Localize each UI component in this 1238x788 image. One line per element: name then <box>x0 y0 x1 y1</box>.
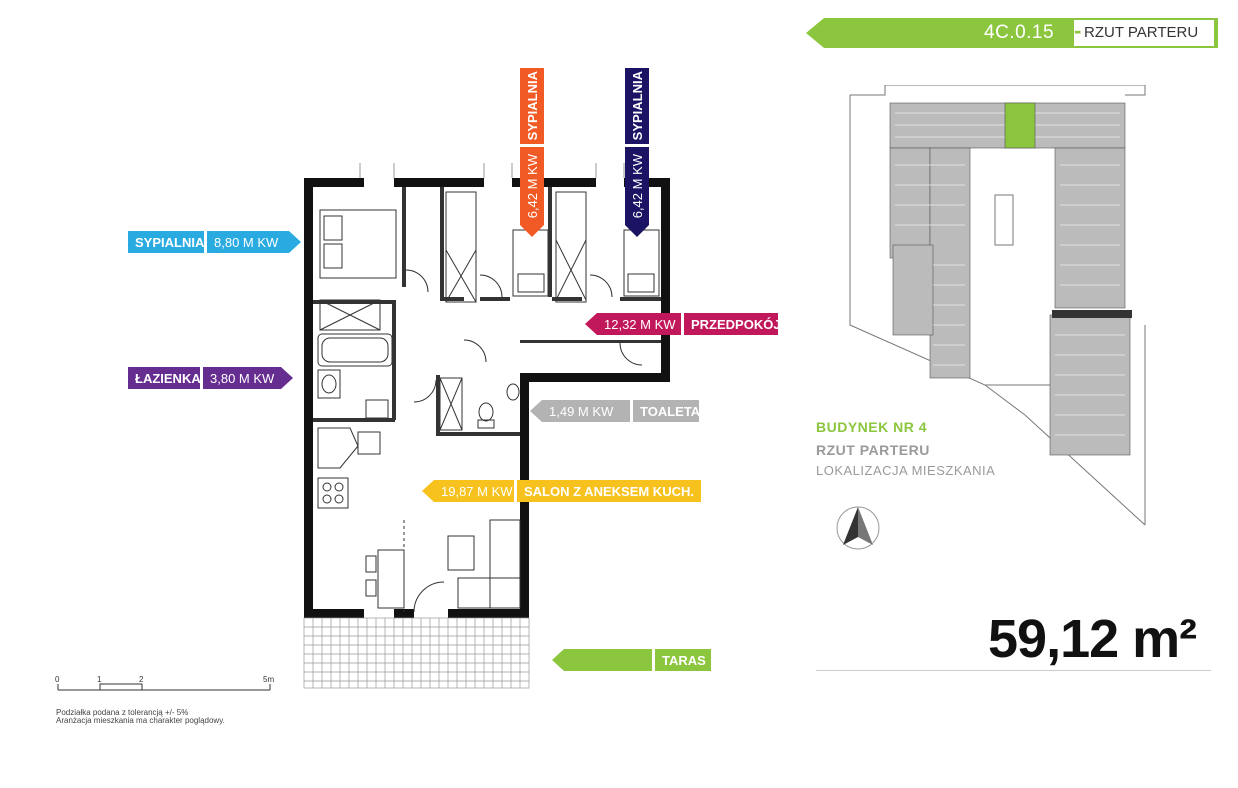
room-area: 6,42 M KW <box>629 153 645 219</box>
room-area: 1,49 M KW <box>542 400 630 422</box>
header-title: RZUT PARTERU <box>1084 24 1199 41</box>
label-przedpokoj: 12,32 M KW PRZEDPOKÓJ <box>585 313 781 335</box>
scale-tick-5m: 5m <box>263 675 275 684</box>
north-arrow-icon <box>836 506 880 550</box>
arrow-icon <box>422 480 434 502</box>
building-floor: RZUT PARTERU <box>816 442 930 458</box>
tolerance-note: Podziałka podana z tolerancją +/- 5% <box>56 708 189 717</box>
arrow-icon <box>520 225 544 237</box>
arrangement-note: Aranżacja mieszkania ma charakter pogląd… <box>56 716 225 725</box>
header-separator: - <box>1074 18 1082 43</box>
label-toaleta: 1,49 M KW TOALETA <box>530 400 700 422</box>
room-name: TOALETA <box>633 400 700 422</box>
apartment-code: 4C.0.15 <box>984 22 1055 43</box>
arrow-icon <box>530 400 542 422</box>
label-sypialnia-blue: SYPIALNIA 6,42 M KW <box>625 68 649 237</box>
apartment-location-highlight <box>1004 102 1036 149</box>
label-sypialnia-orange: SYPIALNIA 6,42 M KW <box>520 68 544 237</box>
floor-plan <box>57 163 670 691</box>
header-banner: 4C.0.15 - RZUT PARTERU <box>806 18 1218 48</box>
building-location: LOKALIZACJA MIESZKANIA <box>816 463 996 478</box>
arrow-icon <box>281 367 293 389</box>
arrow-icon <box>585 313 597 335</box>
room-name: SYPIALNIA <box>128 231 204 253</box>
site-plan <box>849 85 1146 526</box>
arrow-icon <box>552 649 564 671</box>
room-name: SYPIALNIA <box>524 71 540 141</box>
arrow-icon <box>625 225 649 237</box>
room-area <box>564 649 652 671</box>
label-salon: 19,87 M KW SALON Z ANEKSEM KUCH. <box>422 480 701 502</box>
room-area: 8,80 M KW <box>207 231 289 253</box>
header-background <box>806 18 1218 48</box>
label-taras: TARAS <box>552 649 711 671</box>
room-name: TARAS <box>655 649 711 671</box>
total-area: 59,12 m² <box>988 609 1197 669</box>
room-name: ŁAZIENKA <box>128 367 201 389</box>
room-area: 19,87 M KW <box>434 480 514 502</box>
room-name: PRZEDPOKÓJ <box>684 313 781 335</box>
room-area: 6,42 M KW <box>524 153 540 219</box>
arrow-icon <box>289 231 301 253</box>
scale-tick-0: 0 <box>55 675 60 684</box>
divider <box>816 670 1211 671</box>
scale-tick-1: 1 <box>97 675 102 684</box>
scale-tick-2: 2 <box>139 675 144 684</box>
room-area: 12,32 M KW <box>597 313 681 335</box>
room-name: SALON Z ANEKSEM KUCH. <box>517 480 701 502</box>
room-area: 3,80 M KW <box>203 367 281 389</box>
building-name: BUDYNEK NR 4 <box>816 419 928 435</box>
label-lazienka: ŁAZIENKA 3,80 M KW <box>128 367 293 389</box>
label-sypialnia-left: SYPIALNIA 8,80 M KW <box>128 231 301 253</box>
room-name: SYPIALNIA <box>629 71 645 141</box>
